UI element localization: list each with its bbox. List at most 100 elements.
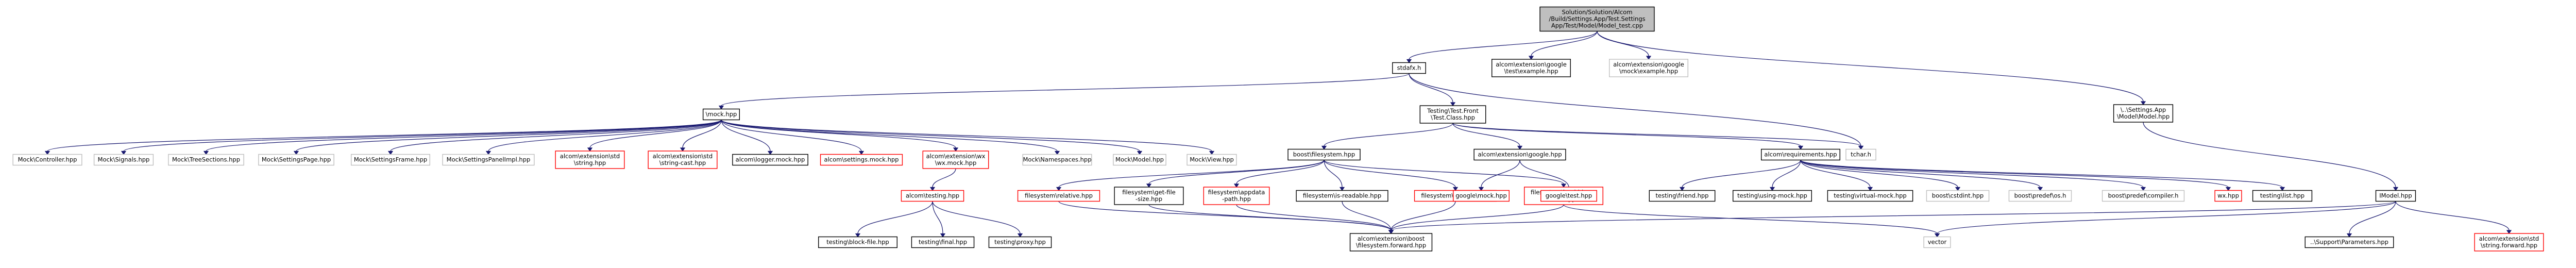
edge-arrowhead [1054,150,1060,155]
node-t-friend[interactable]: testing\friend.hpp [1649,190,1716,202]
node-boostfs[interactable]: boost\filesystem.hpp [1287,148,1361,161]
node-m-settingspanel: Mock\SettingsPanelImpl.hpp [442,154,535,166]
node-box [1187,154,1237,166]
node-t-final[interactable]: testing\final.hpp [911,236,975,248]
node-fs-getfilesize[interactable]: filesystem\get-file-size.hpp [1114,187,1184,205]
node-tchar: tchar.h [1845,148,1876,161]
edge-testfront-to-boostfs [1321,123,1453,150]
node-modelhpp-top[interactable]: \..\Settings.App\Model\Model.hpp [2113,104,2174,123]
node-imodel[interactable]: IModel.hpp [2375,190,2416,202]
node-t-blockfile[interactable]: testing\block-file.hpp [818,236,897,248]
node-logger[interactable]: alcom\logger.mock.hpp [732,154,808,166]
node-box [1649,190,1716,202]
edge-arrowhead [1406,59,1412,63]
edge-line [1391,204,1564,231]
edge-stdafx-to-mock [718,73,1410,110]
edge-line [488,120,722,152]
edge-line [1481,160,1520,188]
node-label: \string-cast.hpp [659,159,706,166]
edge-testing-to-t-final [932,201,946,238]
edge-testing-to-t-blockfile [855,201,933,238]
edge-arrowhead [1858,145,1864,150]
node-label: App/Test/Model/Model_test.cpp [1551,22,1643,29]
edge-arrowhead [1233,183,1240,188]
node-settingsmock[interactable]: alcom\settings.mock.hpp [820,154,903,166]
node-requirements[interactable]: alcom\requirements.hpp [1760,148,1840,161]
edge-mock-to-m-tree [203,119,722,155]
node-google[interactable]: alcom\extension\google.hpp [1473,148,1566,161]
node-box [442,154,535,166]
node-label: -size.hpp [1136,195,1162,203]
edge-line [1937,200,2396,234]
node-t-list[interactable]: testing\list.hpp [2252,190,2313,202]
node-label: alcom\extension\google [1613,61,1684,68]
node-label: \filesystem.forward.hpp [1356,242,1426,249]
node-box [1923,236,1951,248]
edge-fs-loadbinary-to-boostfwd [1388,204,1564,234]
edge-arrowhead [1955,187,1961,191]
edge-mock-to-std-stringcast [680,120,722,152]
edge-fs-loadbinary-to-vector [1563,204,1940,238]
edge-mock-to-m-view [721,119,1215,155]
node-box [648,150,718,169]
edge-line [589,120,722,148]
edge-line [1531,31,1598,57]
node-t-usingmock[interactable]: testing\using-mock.hpp [1732,190,1812,202]
node-label: boost\predef\os.h [2014,192,2066,199]
edge-arrowhead [1450,102,1456,107]
node-mock[interactable]: \mock.hpp [702,108,740,121]
node-testing[interactable]: alcom\testing.hpp [901,190,964,202]
node-layer: Solution/Solution/Alcom/Build/Settings.A… [12,6,2544,252]
node-box [1845,148,1876,161]
node-gmock[interactable]: google\mock.hpp [1453,190,1510,202]
node-gtest[interactable]: google\test.hpp [1540,190,1597,202]
edge-requirements-to-t-list [1800,159,2285,191]
node-gexample[interactable]: alcom\extension\google\test\example.hpp [1491,59,1571,77]
edge-line [1800,160,1958,188]
node-std-string[interactable]: alcom\extension\std\string.hpp [555,150,625,169]
node-box [901,190,964,202]
node-fs-appdata[interactable]: filesystem\appdata-path.hpp [1203,187,1270,205]
edge-arrowhead [2037,187,2043,191]
node-label: alcom\logger.mock.hpp [736,156,805,163]
node-label: filesystem\get-file [1122,189,1176,196]
node-label: Mock\Namespaces.hpp [1023,156,1091,163]
node-box [2214,190,2242,202]
edge-arrowhead [1679,187,1685,191]
node-stringforward[interactable]: alcom\extension\std\string.forward.hpp [2474,233,2544,252]
edge-line [721,73,1410,107]
edge-root-to-gmexample [1597,31,1652,60]
node-boostfwd[interactable]: alcom\extension\boost\filesystem.forward… [1349,233,1433,252]
edge-mock-to-m-controller [44,119,722,155]
edge-arrowhead [1017,233,1023,238]
node-label: testing\list.hpp [2260,192,2304,199]
edge-arrowhead [2225,187,2231,191]
node-std-stringcast[interactable]: alcom\extension\std\string-cast.hpp [648,150,718,169]
node-label: filesystem\appdata [1208,189,1265,196]
node-testfront[interactable]: Testing\Test.Front\Test.Class.hpp [1419,105,1486,124]
node-t-virtualmock[interactable]: testing\virtual-mock.hpp [1827,190,1913,202]
edge-line [2143,122,2396,188]
node-parameters[interactable]: ..\Support\Parameters.hpp [2304,236,2394,248]
edge-line [1519,160,1569,188]
node-wx[interactable]: wx.hpp [2214,190,2242,202]
edge-arrowhead [1321,145,1327,150]
node-t-proxy[interactable]: testing\proxy.hpp [988,236,1052,248]
node-vector: vector [1923,236,1951,248]
node-wxmock[interactable]: alcom\extension\wx\wx.mock.hpp [922,150,989,169]
node-fs-relative[interactable]: filesystem\relative.hpp [1017,190,1100,202]
edge-line [1409,73,1453,103]
node-box [93,154,154,166]
edge-fs-copyall-to-boostfwd [1388,201,1456,234]
edge-line [1452,123,1520,146]
edge-line [682,120,722,148]
node-fs-readable[interactable]: filesystem\is-readable.hpp [1296,190,1388,202]
node-stdafx[interactable]: stdafx.h [1392,62,1426,74]
edge-boostfs-to-fs-appdata [1233,160,1325,188]
node-box [1419,105,1486,124]
edge-requirements-to-b-predef-compiler [1800,159,2146,191]
node-m-namespaces: Mock\Namespaces.hpp [1022,154,1092,166]
edge-mock-to-std-string [587,120,722,152]
edge-line [1236,204,1392,231]
edge-line [1452,123,1801,147]
